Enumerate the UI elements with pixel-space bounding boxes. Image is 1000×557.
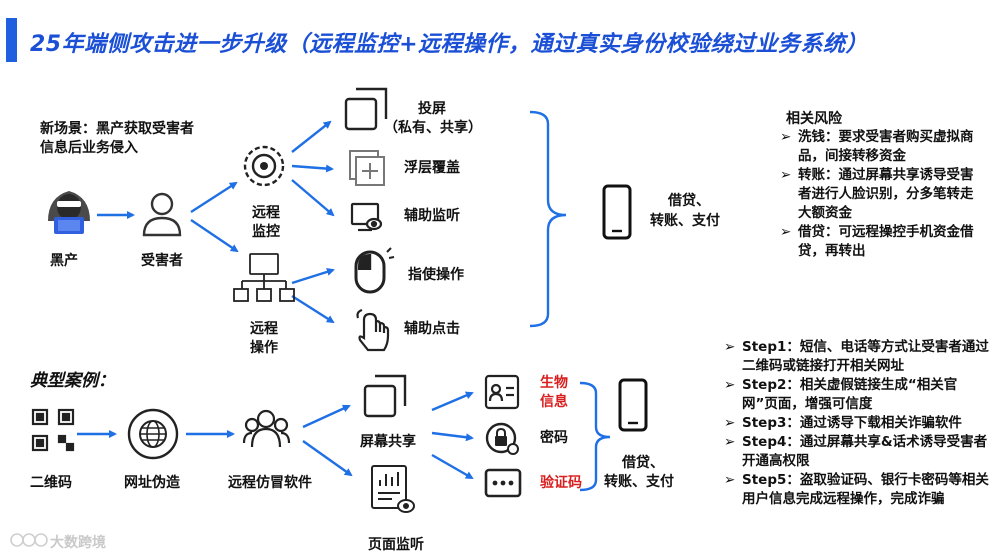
new-scenario-line1: 新场景：黑产获取受害者 [40,120,194,139]
remote-network-icon [234,254,294,301]
bottom-result-line1: 借贷、 [622,454,664,473]
step-item: ➢Step1：短信、电话等方式让受害者通过二维码或链接打开相关网址 [724,338,992,376]
top-result-line2: 转账、支付 [650,212,720,231]
assist-click-label: 辅助点击 [404,320,460,339]
arrow-app-monitor [303,441,351,475]
blackmarket-label: 黑产 [50,252,78,271]
code-icon [486,470,520,496]
new-scenario-line2: 信息后业务侵入 [40,139,138,158]
user-icon [144,194,180,235]
arrow-bullet-icon: ➢ [724,376,735,395]
hacker-icon [48,191,90,234]
arrow-monitor-overlay [292,166,332,169]
screen-cast-line2: （私有、共享） [384,119,482,138]
cases-title: 典型案例： [30,366,115,391]
top-result-line1: 借贷、 [668,192,710,211]
arrow-bullet-icon: ➢ [780,166,791,185]
bio-info-line1: 生物 [540,374,568,393]
bottom-result-line2: 转账、支付 [604,473,674,492]
arrow-victim-monitor [191,183,236,212]
arrow-bullet-icon: ➢ [780,128,791,147]
arrow-bullet-icon: ➢ [724,414,735,433]
hand-click-icon [358,310,389,350]
step-item: ➢Step3：通过诱导下载相关诈骗软件 [724,414,992,433]
group-icon [244,411,289,447]
risk-item: ➢洗钱：要求受害者购买虚拟商品，间接转移资金 [780,128,978,166]
remote-monitor-line2: 监控 [248,223,284,242]
id-card-icon [486,376,518,408]
mouse-icon [356,248,394,292]
risks-list: ➢洗钱：要求受害者购买虚拟商品，间接转移资金 ➢转账：通过屏幕共享诱导受害者进行… [780,128,978,261]
url-fake-label: 网址伪造 [124,474,180,493]
assist-monitor-label: 辅助监听 [404,207,460,226]
overlay-label: 浮层覆盖 [404,159,460,178]
directed-op-label: 指使操作 [408,266,464,285]
globe-icon [129,410,177,458]
arrow-monitor-listen [292,180,333,215]
overlay-icon [350,151,384,185]
watermark-text: 大数跨境 [50,532,106,552]
bio-info-line2: 信息 [540,393,568,412]
brace-top [530,112,566,326]
screen-share-icon [365,376,405,416]
arrow-operate-click [292,296,333,322]
arrow-victim-operate [191,220,237,251]
victim-label: 受害者 [141,252,183,271]
arrow-app-share [303,406,349,427]
phone-icon [604,186,630,238]
password-label: 密码 [540,429,568,448]
step-item: ➢Step4：通过屏幕共享&话术诱导受害者开通高权限 [724,433,992,471]
remote-monitor-line1: 远程 [248,204,284,223]
lock-icon [487,424,518,454]
steps-list: ➢Step1：短信、电话等方式让受害者通过二维码或链接打开相关网址 ➢Step2… [724,338,992,509]
arrow-monitor-cast [292,122,330,152]
watermark-logo-icon [11,534,47,546]
arrow-bullet-icon: ➢ [780,223,791,242]
remote-operate-line2: 操作 [246,339,282,358]
arrow-share-code [432,455,472,478]
screen-share-label: 屏幕共享 [360,433,416,452]
arrow-bullet-icon: ➢ [724,471,735,490]
monitor-eye-icon [245,147,283,185]
screen-cast-line1: 投屏 [418,100,446,119]
sms-code-label: 验证码 [540,474,582,493]
risk-item: ➢转账：通过屏幕共享诱导受害者进行人脸识别，分多笔转走大额资金 [780,166,978,223]
listen-icon [352,204,381,230]
arrow-operate-directed [292,270,333,283]
remote-fake-app-label: 远程仿冒软件 [228,474,312,493]
remote-operate-line1: 远程 [246,320,282,339]
step-item: ➢Step2：相关虚假链接生成“相关官网”页面，增强可信度 [724,376,992,414]
risks-title: 相关风险 [786,108,842,128]
risk-item: ➢借贷：可远程操控手机资金借贷，再转出 [780,223,978,261]
qr-code-icon [33,410,73,450]
arrow-bullet-icon: ➢ [724,433,735,452]
arrow-share-pwd [432,433,472,438]
report-icon [372,466,414,512]
step-item: ➢Step5：盗取验证码、银行卡密码等相关用户信息完成远程操作，完成诈骗 [724,471,992,509]
page-monitor-label: 页面监听 [368,536,424,555]
qr-label: 二维码 [30,474,72,493]
screen-cast-icon [346,89,386,129]
arrow-share-bio [432,393,472,410]
phone-icon [620,380,646,430]
arrow-bullet-icon: ➢ [724,338,735,357]
